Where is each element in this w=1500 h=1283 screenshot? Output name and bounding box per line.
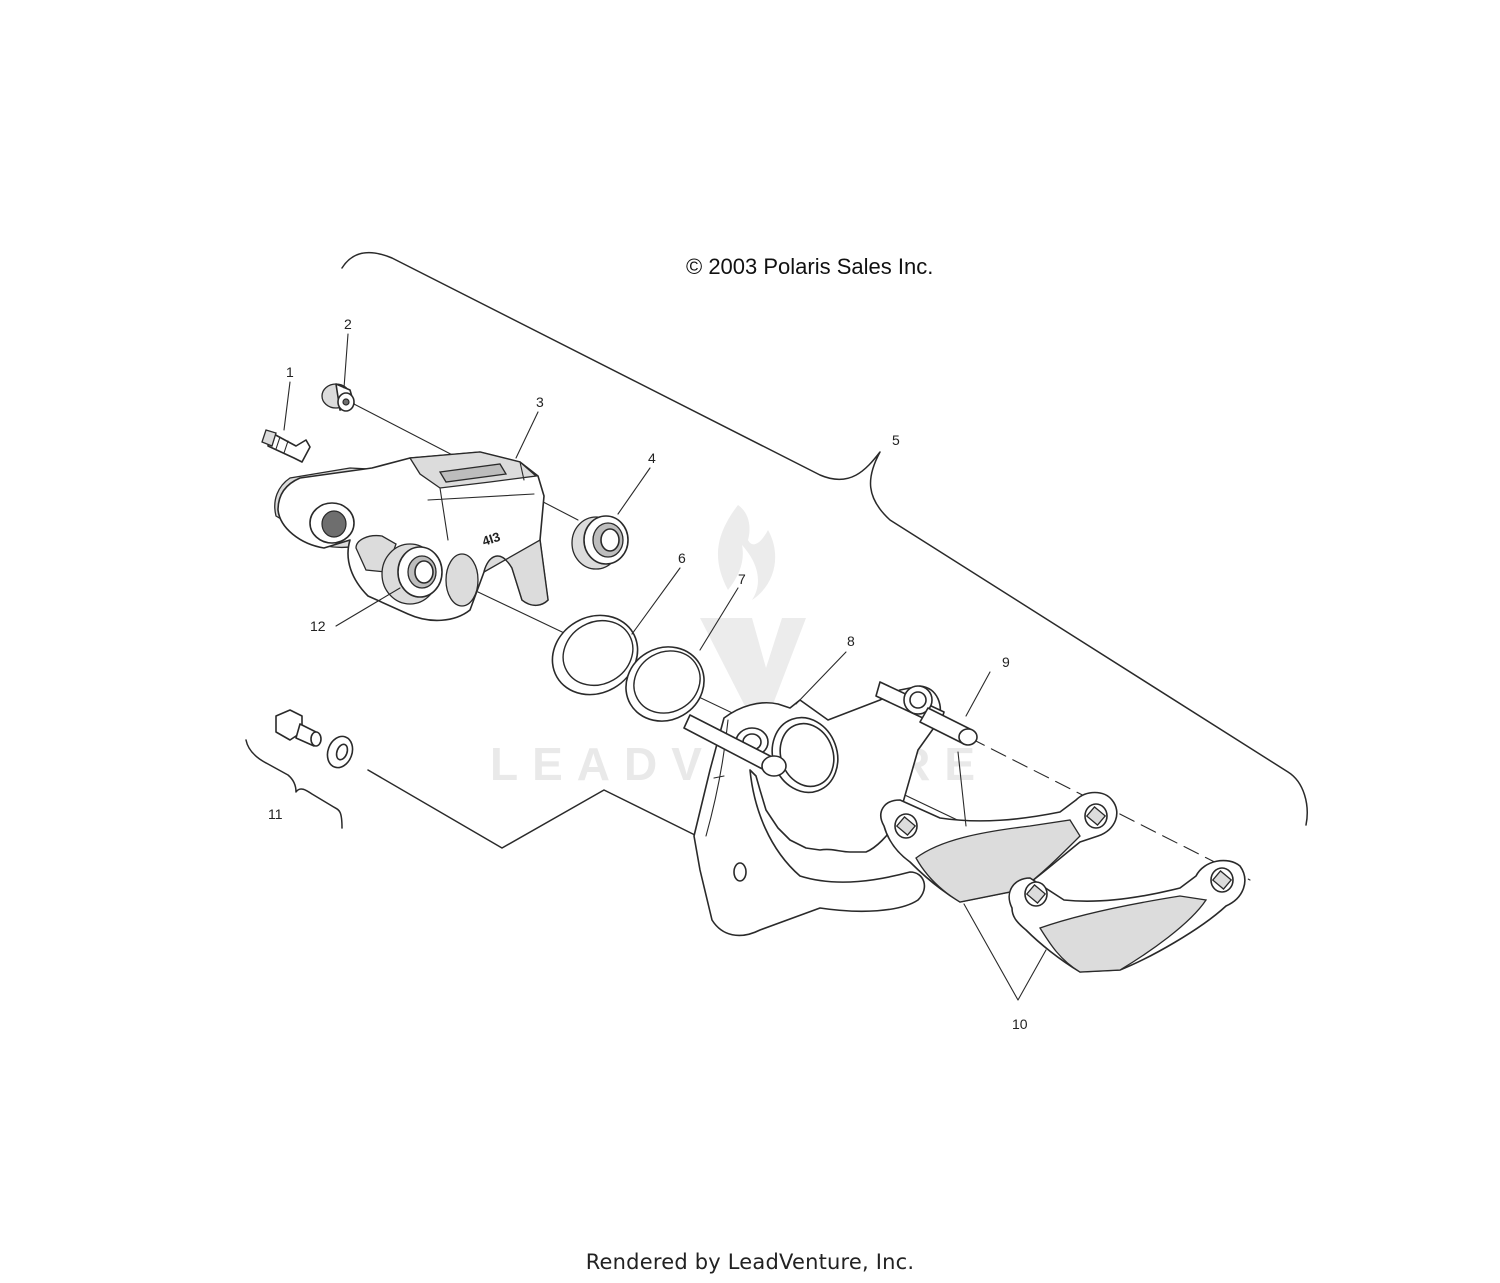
caliper-casting-mark: 4I3	[480, 529, 502, 549]
callout-11: 11	[268, 806, 283, 822]
washer-part	[326, 735, 354, 769]
caliper-bracket-part	[683, 681, 945, 937]
piston-part	[571, 515, 629, 570]
hardware-brace	[245, 739, 343, 829]
caliper-piston-12-part	[381, 543, 479, 607]
callout-12: 12	[310, 618, 326, 634]
callout-labels: 1 2 3 4 5 6 7 8 9 10 11 12	[268, 316, 1028, 1032]
callout-2: 2	[344, 316, 352, 332]
slide-pin-part	[919, 707, 978, 746]
assembly-brace	[341, 251, 1308, 826]
mounting-bolt-part	[275, 709, 322, 747]
leader-lines	[283, 333, 1047, 1001]
brake-pad-outer-part	[1008, 859, 1246, 973]
dust-seal-part	[625, 646, 705, 722]
callout-9: 9	[1002, 654, 1010, 670]
callout-6: 6	[678, 550, 686, 566]
render-credit-footer: Rendered by LeadVenture, Inc.	[585, 1250, 915, 1274]
callout-1: 1	[286, 364, 294, 380]
callout-10: 10	[1012, 1016, 1028, 1032]
brake-pad-inner-part	[880, 791, 1118, 903]
callout-4: 4	[648, 450, 656, 466]
callout-7: 7	[738, 571, 746, 587]
callout-5: 5	[892, 432, 900, 448]
piston-seal-part	[551, 614, 639, 696]
callout-8: 8	[847, 633, 855, 649]
copyright-text: © 2003 Polaris Sales Inc.	[686, 254, 933, 279]
bleeder-screw-part	[261, 429, 311, 463]
callout-3: 3	[536, 394, 544, 410]
bleeder-cap-part	[321, 383, 355, 412]
hardware-connector-line	[367, 769, 706, 849]
